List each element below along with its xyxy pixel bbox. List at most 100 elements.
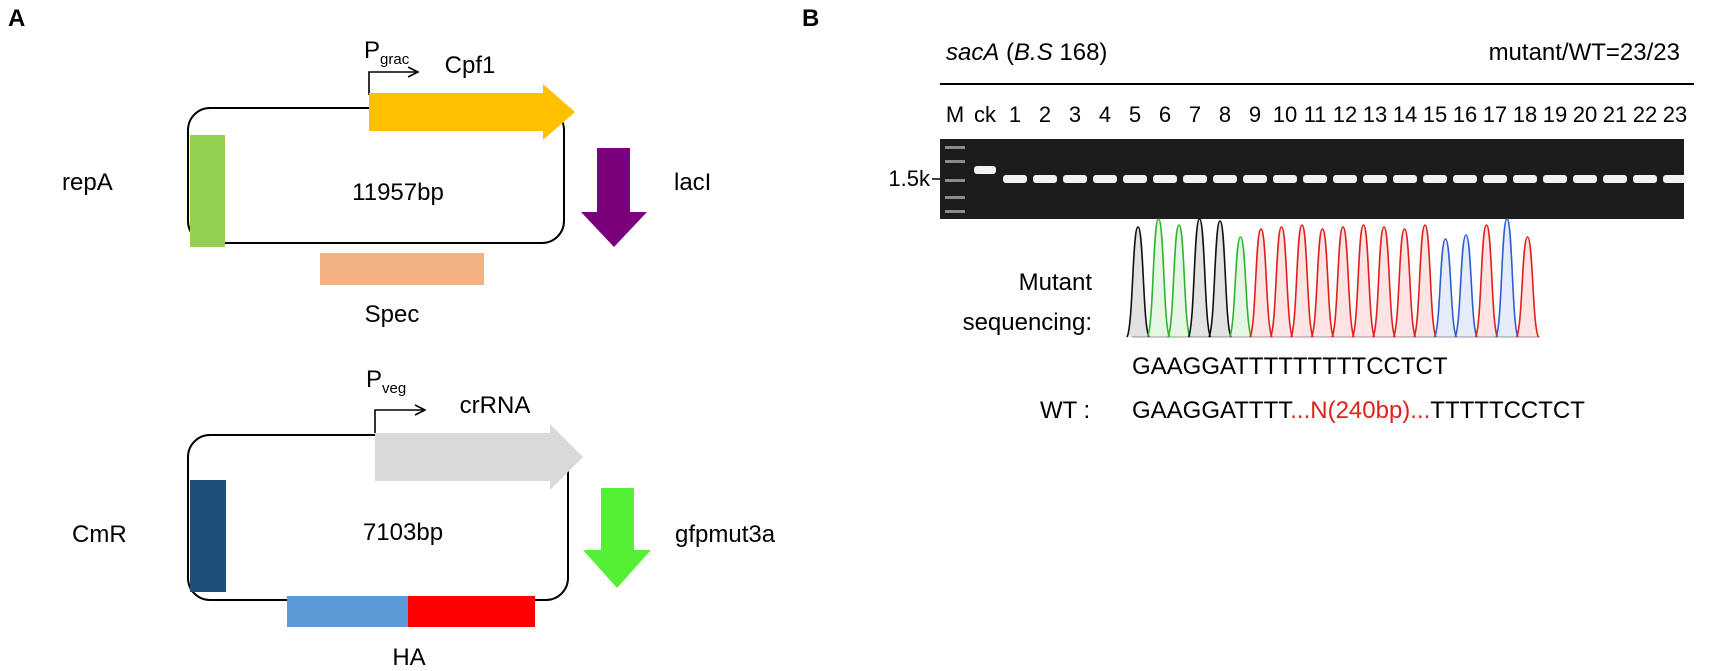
lane-label: 7 (1189, 102, 1201, 127)
lane-label: 5 (1129, 102, 1141, 127)
lane-label: 16 (1453, 102, 1477, 127)
trace-peak (1290, 224, 1314, 338)
sample-band (1243, 175, 1267, 183)
sample-band (1363, 175, 1387, 183)
crrna-gene-arrow (375, 424, 583, 490)
size-marker-label: 1.5k (888, 166, 931, 191)
trace-peak (1351, 224, 1376, 338)
sample-band (1303, 175, 1327, 183)
gfpmut3a-gene-arrow (583, 488, 651, 588)
sequencing-chromatogram (1126, 218, 1540, 338)
trace-peak (1495, 218, 1519, 338)
trace-peak (1208, 220, 1232, 338)
seq-label-line-2: sequencing: (963, 309, 1092, 336)
trace-peak (1454, 234, 1478, 338)
sample-band (1003, 175, 1027, 183)
sample-band (1573, 175, 1597, 183)
trace-peak (1515, 236, 1540, 338)
ladder-band (945, 146, 965, 149)
sample-band (1183, 175, 1207, 183)
trace-peak (1310, 228, 1335, 338)
lane-label: ck (974, 102, 997, 127)
wt-label: WT : (1040, 397, 1090, 424)
cmr-label: CmR (72, 521, 127, 548)
sample-band (1423, 175, 1447, 183)
sample-band (1483, 175, 1507, 183)
wt-sequence: GAAGGATTTT...N(240bp)...TTTTTCCTCT (1132, 397, 1585, 424)
sample-band (1513, 175, 1537, 183)
sample-band (1393, 175, 1417, 183)
sample-band (1273, 175, 1297, 183)
trace-peak (1392, 228, 1417, 338)
panel-b-label: B (802, 5, 819, 32)
lane-label: M (946, 102, 964, 127)
sample-band (1633, 175, 1657, 183)
lane-label: 13 (1363, 102, 1387, 127)
plasmid-1: Pgrac Cpf1 lacI repA 11957bp Spec (62, 37, 711, 328)
lane-label: 2 (1039, 102, 1051, 127)
lane-label: 19 (1543, 102, 1567, 127)
crrna-label: crRNA (460, 392, 531, 419)
promoter-arrow-icon (368, 72, 418, 95)
laci-label: lacI (674, 169, 711, 196)
lane-label: 15 (1423, 102, 1447, 127)
cmr-gene-box (190, 480, 226, 592)
sample-band (1603, 175, 1627, 183)
trace-peak (1269, 226, 1294, 338)
lane-label: 10 (1273, 102, 1297, 127)
ladder-band (945, 179, 965, 182)
lane-label: 3 (1069, 102, 1081, 127)
gel-title: sacA (B.S 168) (946, 39, 1107, 66)
lane-label: 22 (1633, 102, 1657, 127)
mutant-ratio: mutant/WT=23/23 (1489, 39, 1680, 66)
trace-peak (1372, 226, 1396, 338)
gel-bands (945, 146, 1687, 213)
seq-label-line-1: Mutant (1019, 269, 1093, 296)
trace-peak (1474, 224, 1499, 338)
gel-image (940, 139, 1687, 219)
sample-band (1033, 175, 1057, 183)
lane-label: 12 (1333, 102, 1357, 127)
plasmid-1-size: 11957bp (352, 179, 444, 206)
laci-gene-arrow (581, 148, 647, 247)
lane-label: 18 (1513, 102, 1537, 127)
lane-label: 20 (1573, 102, 1597, 127)
spec-gene-box (320, 253, 484, 285)
ladder-band (945, 210, 965, 213)
sample-band (1213, 175, 1237, 183)
control-band (974, 166, 996, 174)
cpf1-label: Cpf1 (445, 52, 496, 79)
sample-band (1153, 175, 1177, 183)
trace-peak (1433, 238, 1458, 338)
mutant-sequence: GAAGGATTTTTTTTTCCTCT (1132, 353, 1448, 380)
lane-label: 23 (1663, 102, 1687, 127)
wt-sequence-right: TTTTTCCTCT (1430, 397, 1585, 424)
lane-label: 1 (1009, 102, 1021, 127)
trace-peak (1187, 218, 1212, 338)
wt-deletion-gap: ...N(240bp)... (1290, 397, 1430, 424)
trace-peak (1331, 226, 1355, 338)
lane-label: 8 (1219, 102, 1231, 127)
sample-band (1453, 175, 1477, 183)
promoter-arrow-icon (374, 410, 425, 433)
ha-label: HA (392, 644, 425, 671)
lane-label: 9 (1249, 102, 1261, 127)
wt-sequence-left: GAAGGATTTT (1132, 397, 1293, 424)
ladder-band (945, 196, 965, 199)
plasmid-2-size: 7103bp (363, 519, 443, 546)
lane-label: 14 (1393, 102, 1417, 127)
promoter-veg-label: Pveg (366, 366, 406, 397)
panel-a-label: A (8, 5, 25, 32)
lane-label: 21 (1603, 102, 1627, 127)
sample-band (1543, 175, 1567, 183)
trace-peak (1167, 224, 1191, 338)
gfpmut3a-label: gfpmut3a (675, 521, 776, 548)
plasmid-2: Pveg crRNA gfpmut3a CmR 7103bp HA (72, 366, 776, 671)
repa-gene-box (190, 135, 225, 247)
sample-band (1093, 175, 1117, 183)
trace-peak (1249, 228, 1273, 338)
repa-label: repA (62, 169, 113, 196)
sample-band (1663, 175, 1687, 183)
lane-label: 6 (1159, 102, 1171, 127)
trace-peak (1413, 224, 1437, 338)
